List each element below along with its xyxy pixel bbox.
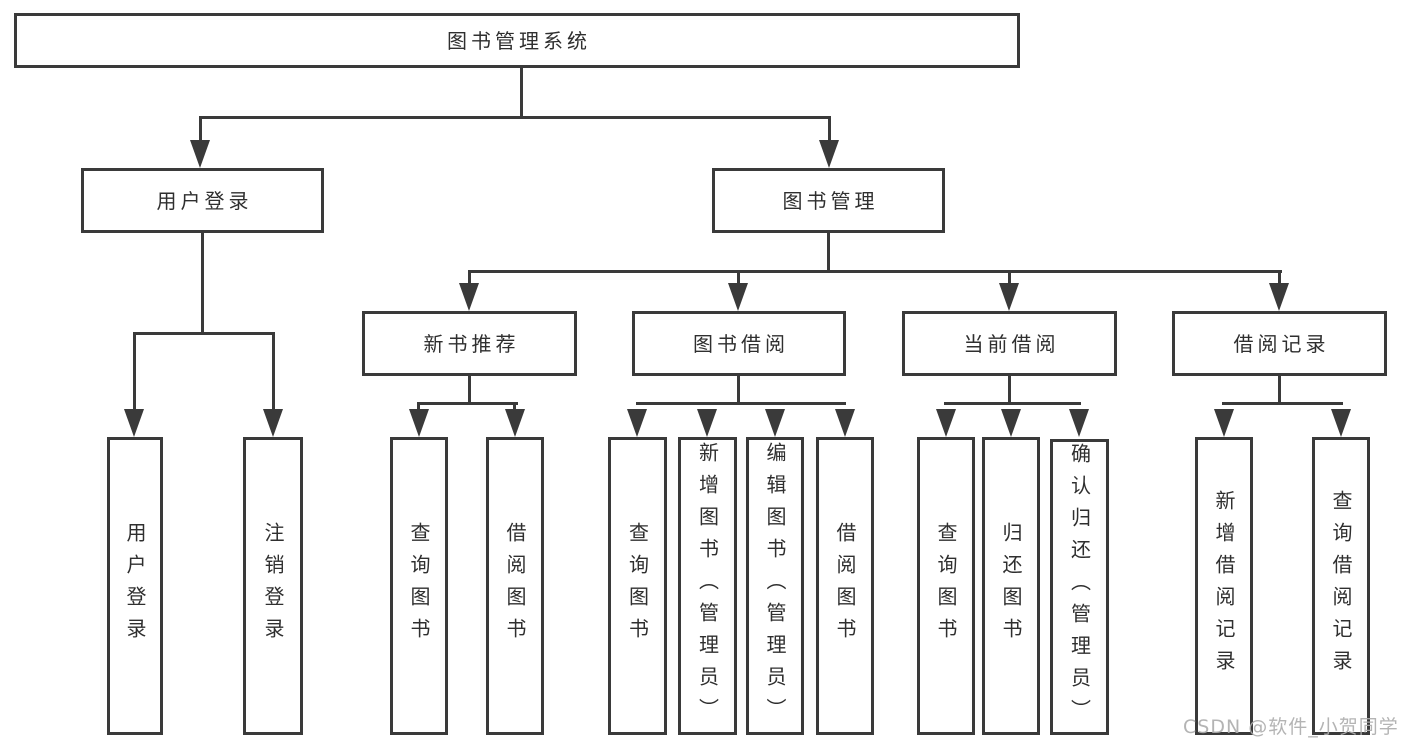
node-user-login: 用户登录 — [81, 168, 324, 233]
leaf-cb-return-books: 归还图书 — [982, 437, 1040, 735]
leaf-bb-add-books-admin: 新增图书（管理员） — [678, 437, 737, 735]
connector-drop-user-login — [199, 116, 202, 143]
arrowhead-book-mgmt — [819, 140, 839, 168]
connector-bookmgmt-stem — [827, 233, 830, 273]
connector-bookborrow-bar — [636, 402, 846, 405]
connector-level1-bar — [199, 116, 831, 119]
connector-borrowrecords-stem — [1278, 376, 1281, 405]
connector-drop-leaf-login — [133, 332, 136, 412]
leaf-br-query-record: 查询借阅记录 — [1312, 437, 1370, 735]
leaf-nb-borrow-books: 借阅图书 — [486, 437, 544, 735]
leaf-bb-query-books: 查询图书 — [608, 437, 667, 735]
connector-newbook-bar — [417, 402, 518, 405]
arrowhead-leaf-logout — [263, 409, 283, 437]
arrowhead-cb-query — [936, 409, 956, 437]
arrowhead-cb-return — [1001, 409, 1021, 437]
arrowhead-cb-confirm — [1069, 409, 1089, 437]
arrowhead-bb-edit — [765, 409, 785, 437]
connector-drop-newbook — [468, 270, 471, 285]
arrowhead-newbook — [459, 283, 479, 311]
leaf-cb-query-books: 查询图书 — [917, 437, 975, 735]
connector-userlogin-stem — [201, 233, 204, 335]
arrowhead-br-query — [1331, 409, 1351, 437]
node-borrow-records: 借阅记录 — [1172, 311, 1387, 376]
leaf-bb-edit-books-admin: 编辑图书（管理员） — [746, 437, 804, 735]
arrowhead-leaf-login — [124, 409, 144, 437]
arrowhead-borrowrecords — [1269, 283, 1289, 311]
connector-drop-book-mgmt — [828, 116, 831, 143]
connector-drop-currentborrow — [1008, 270, 1011, 285]
node-current-borrow: 当前借阅 — [902, 311, 1117, 376]
node-book-management: 图书管理 — [712, 168, 945, 233]
connector-root-stem — [520, 67, 523, 117]
csdn-watermark: CSDN @软件_小贺同学 — [1183, 716, 1399, 738]
arrowhead-bookborrow — [728, 283, 748, 311]
leaf-br-add-record: 新增借阅记录 — [1195, 437, 1253, 735]
arrowhead-br-add — [1214, 409, 1234, 437]
node-book-borrow: 图书借阅 — [632, 311, 846, 376]
leaf-bb-borrow-books: 借阅图书 — [816, 437, 874, 735]
leaf-user-login: 用户登录 — [107, 437, 163, 735]
leaf-logout: 注销登录 — [243, 437, 303, 735]
arrowhead-bb-query — [627, 409, 647, 437]
connector-userlogin-bar — [133, 332, 275, 335]
arrowhead-nb-query — [409, 409, 429, 437]
connector-currentborrow-bar — [944, 402, 1081, 405]
arrowhead-nb-borrow — [505, 409, 525, 437]
node-root: 图书管理系统 — [14, 13, 1020, 68]
connector-currentborrow-stem — [1008, 376, 1011, 405]
connector-drop-bookborrow — [737, 270, 740, 285]
connector-drop-nb1 — [417, 402, 420, 414]
connector-newbook-stem — [468, 376, 471, 405]
connector-bookborrow-stem — [737, 376, 740, 405]
connector-drop-borrowrecords — [1278, 270, 1281, 285]
leaf-cb-confirm-return-admin: 确认归还（管理员） — [1050, 439, 1109, 735]
connector-borrowrecords-bar — [1222, 402, 1343, 405]
node-new-book-recommend: 新书推荐 — [362, 311, 577, 376]
arrowhead-user-login — [190, 140, 210, 168]
arrowhead-bb-borrow — [835, 409, 855, 437]
connector-drop-nb2 — [513, 402, 516, 414]
connector-level3-bar — [468, 270, 1282, 273]
leaf-nb-query-books: 查询图书 — [390, 437, 448, 735]
arrowhead-bb-add — [697, 409, 717, 437]
arrowhead-currentborrow — [999, 283, 1019, 311]
connector-drop-leaf-logout — [272, 332, 275, 412]
